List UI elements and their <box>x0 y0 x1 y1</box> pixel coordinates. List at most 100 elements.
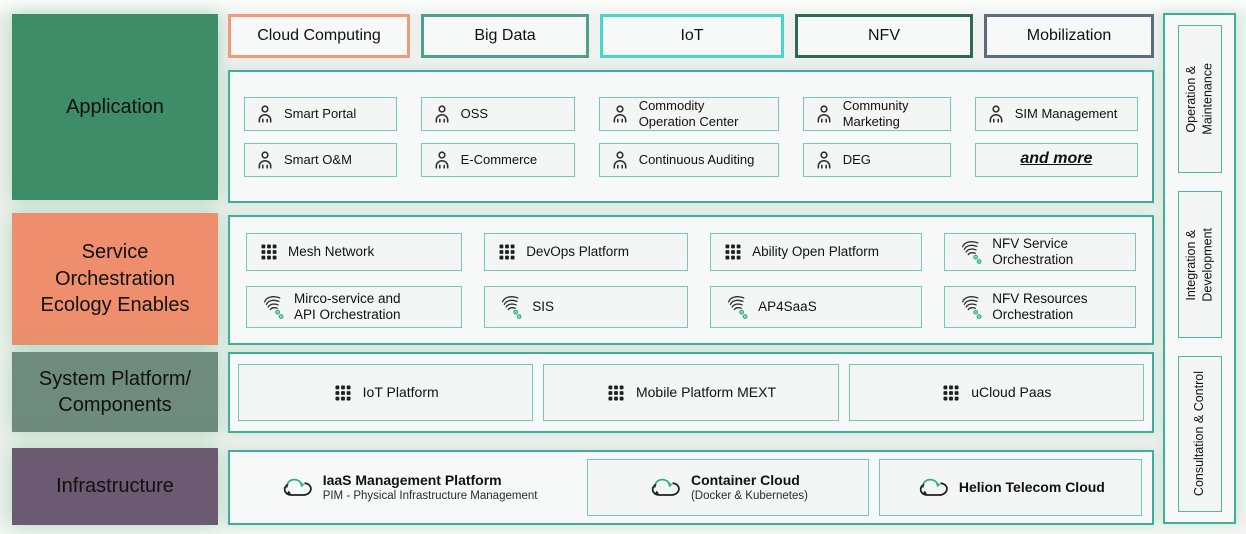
technology-tags-row: Cloud Computing Big Data IoT NFV Mobiliz… <box>228 14 1154 58</box>
infra-item-subtitle: PIM - Physical Infrastructure Management <box>322 489 538 502</box>
svc-item-nfv-resources-orchestration: NFV Resources Orchestration <box>944 285 1136 328</box>
svc-item-microservice-api-orchestration: Mirco-service and API Orchestration <box>246 285 463 328</box>
tag-mobilization: Mobilization <box>984 14 1154 58</box>
app-item-label: E-Commerce <box>460 151 538 167</box>
grid-icon <box>333 383 353 403</box>
infra-item-container-cloud: Container Cloud (Docker & Kubernetes) <box>587 459 869 516</box>
layer-label-text: Application <box>66 95 164 118</box>
grid-icon <box>497 242 517 262</box>
svc-item-label: NFV Service Orchestration <box>992 235 1074 267</box>
svc-item-nfv-service-orchestration: NFV Service Orchestration <box>944 232 1136 271</box>
app-item-label: and more <box>1020 150 1093 168</box>
user-icon <box>813 103 835 125</box>
app-item-community-marketing: Community Marketing <box>802 96 951 131</box>
layer-label-text: Service Orchestration Ecology Enables <box>40 241 190 317</box>
user-icon <box>609 103 631 125</box>
app-item-label: OSS <box>460 105 489 121</box>
svc-item-sis: SIS <box>484 285 689 328</box>
infra-item-iaas-management-platform: IaaS Management Platform PIM - Physical … <box>240 459 577 516</box>
grid-icon <box>723 242 743 262</box>
tag-iot: IoT <box>600 14 784 58</box>
grid-icon <box>941 383 961 403</box>
sys-item-label: uCloud Paas <box>971 384 1052 401</box>
infra-item-title: IaaS Management Platform <box>322 471 502 488</box>
swirl-icon <box>957 239 983 265</box>
layer-label-application: Application <box>12 14 218 200</box>
tag-label: Mobilization <box>1026 27 1112 44</box>
sidebar-item-integration-development: Integration & Development <box>1177 191 1222 338</box>
application-panel: Smart Portal OSS Commodity Operation Cen… <box>228 70 1154 203</box>
tag-cloud-computing: Cloud Computing <box>228 14 410 58</box>
tag-label: IoT <box>680 27 704 44</box>
user-icon <box>254 103 276 125</box>
svc-item-label: Mirco-service and API Orchestration <box>294 290 401 322</box>
infrastructure-panel: IaaS Management Platform PIM - Physical … <box>228 450 1154 525</box>
app-item-label: DEG <box>842 151 871 167</box>
cloud-sync-icon <box>280 475 313 500</box>
grid-icon <box>259 242 279 262</box>
svc-item-label: DevOps Platform <box>526 243 629 259</box>
tag-label: Cloud Computing <box>257 27 381 44</box>
app-item-e-commerce: E-Commerce <box>420 142 575 177</box>
cloud-sync-icon <box>648 475 681 500</box>
tag-nfv: NFV <box>795 14 973 58</box>
layer-label-text: System Platform/ Components <box>38 367 192 416</box>
app-item-smart-portal: Smart Portal <box>244 96 397 131</box>
swirl-icon <box>259 294 285 320</box>
sidebar-item-consultation-control: Consultation & Control <box>1177 356 1222 512</box>
infra-item-helion-telecom-cloud: Helion Telecom Cloud <box>878 459 1143 516</box>
app-item-oss: OSS <box>420 96 575 131</box>
app-item-label: Continuous Auditing <box>638 151 755 167</box>
lifecycle-sidebar: Operation & Maintenance Integration & De… <box>1163 13 1236 524</box>
layer-label-service-orchestration: Service Orchestration Ecology Enables <box>12 213 218 345</box>
tag-big-data: Big Data <box>421 14 589 58</box>
sidebar-item-label: Operation & Maintenance <box>1184 63 1215 135</box>
user-icon <box>431 103 453 125</box>
app-item-label: Smart O&M <box>284 151 352 167</box>
system-platform-panel: IoT Platform Mobile Platform MEXT uCloud… <box>228 352 1154 433</box>
app-item-deg: DEG <box>802 142 951 177</box>
svc-item-label: SIS <box>532 298 554 314</box>
user-icon <box>609 149 631 171</box>
app-item-and-more: and more <box>974 142 1138 177</box>
app-item-label: Community Marketing <box>842 98 909 129</box>
svc-item-ap4saas: AP4SaaS <box>710 285 923 328</box>
sys-item-ucloud-paas: uCloud Paas <box>848 364 1144 421</box>
cloud-sync-icon <box>916 475 949 500</box>
svc-item-label: NFV Resources Orchestration <box>992 290 1088 322</box>
tag-label: Big Data <box>474 27 536 44</box>
app-item-continuous-auditing: Continuous Auditing <box>598 142 779 177</box>
app-item-label: Smart Portal <box>284 105 357 121</box>
app-item-label: SIM Management <box>1014 105 1118 121</box>
user-icon <box>985 103 1007 125</box>
tag-label: NFV <box>868 27 900 44</box>
svc-item-mesh-network: Mesh Network <box>246 232 463 271</box>
sys-item-mobile-platform-mext: Mobile Platform MEXT <box>543 364 839 421</box>
service-orchestration-panel: Mesh Network DevOps Platform Ability Ope… <box>228 215 1154 345</box>
app-item-smart-oandm: Smart O&M <box>244 142 397 177</box>
infra-item-title: Container Cloud <box>690 471 800 488</box>
swirl-icon <box>497 294 523 320</box>
svc-item-devops-platform: DevOps Platform <box>484 232 689 271</box>
app-item-commodity-operation-center: Commodity Operation Center <box>598 96 779 131</box>
layer-label-text: Infrastructure <box>56 475 174 498</box>
app-item-sim-management: SIM Management <box>974 96 1138 131</box>
infra-item-title: Helion Telecom Cloud <box>958 479 1105 496</box>
svc-item-ability-open-platform: Ability Open Platform <box>710 232 923 271</box>
user-icon <box>813 149 835 171</box>
sys-item-label: Mobile Platform MEXT <box>635 384 777 401</box>
layer-label-system-platform: System Platform/ Components <box>12 352 218 432</box>
swirl-icon <box>723 294 749 320</box>
layer-label-infrastructure: Infrastructure <box>12 448 218 525</box>
app-item-label: Commodity Operation Center <box>638 98 739 129</box>
svc-item-label: Ability Open Platform <box>752 243 879 259</box>
user-icon <box>431 149 453 171</box>
sys-item-label: IoT Platform <box>362 384 439 401</box>
user-icon <box>254 149 276 171</box>
svc-item-label: AP4SaaS <box>758 298 817 314</box>
sys-item-iot-platform: IoT Platform <box>238 364 534 421</box>
sidebar-item-label: Integration & Development <box>1184 227 1215 302</box>
sidebar-item-label: Consultation & Control <box>1192 371 1207 497</box>
sidebar-item-operation-maintenance: Operation & Maintenance <box>1177 25 1222 173</box>
